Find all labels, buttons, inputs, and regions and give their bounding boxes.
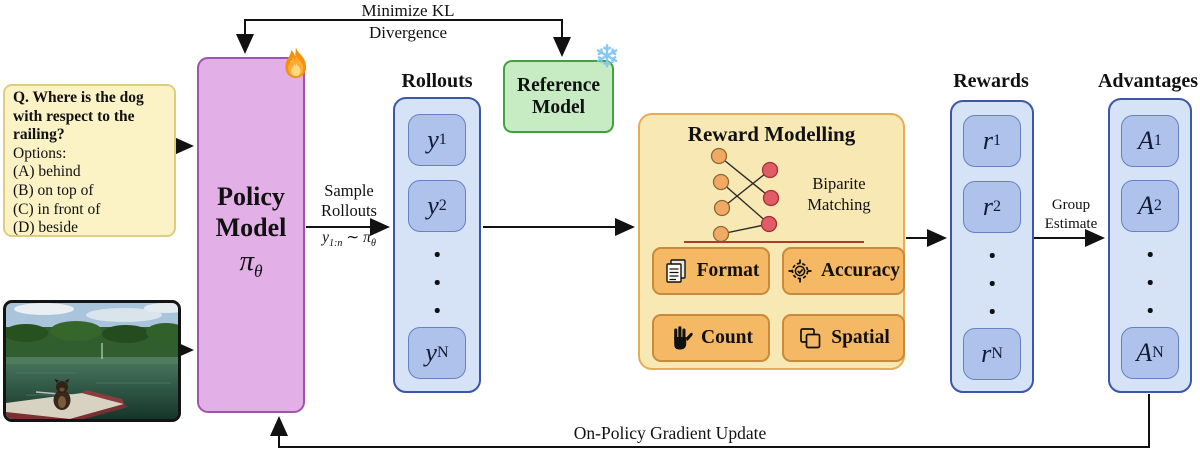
overlapping-squares-icon: [800, 328, 821, 349]
count-reward-badge: Count: [652, 314, 770, 362]
rewards-label: Rewards: [953, 70, 1029, 92]
ellipsis-dot: [434, 280, 440, 285]
format-label: Format: [696, 260, 760, 281]
accuracy-label: Accuracy: [820, 260, 901, 281]
ellipsis-dot: [989, 253, 995, 258]
option-d: (D) beside: [13, 219, 78, 237]
policy-model-title-line2: Model: [215, 213, 287, 243]
count-label: Count: [700, 327, 754, 348]
minimize-kl-label-line1: Minimize KL: [361, 1, 455, 20]
separator-line: [684, 241, 864, 243]
bipartite-matching-label: Biparite Matching: [807, 174, 871, 214]
spatial-reward-badge: Spatial: [782, 314, 905, 362]
option-b: (B) on top of: [13, 181, 94, 199]
ellipsis-dot: [1147, 280, 1153, 285]
question-text: Q. Where is the dog with respect to the …: [13, 89, 144, 144]
ellipsis-dot: [989, 281, 995, 286]
sample-rollouts-formula: y1:n ∼ πθ: [322, 229, 376, 250]
target-check-icon: [788, 259, 812, 283]
reward-modelling-box: Reward Modelling Biparite Matc: [638, 113, 905, 370]
spatial-label: Spatial: [831, 327, 890, 348]
reference-model-title-line1: Reference: [517, 74, 600, 96]
reference-model-title-line2: Model: [531, 96, 586, 118]
options-label: Options:: [13, 144, 67, 162]
bipartite-graph: [710, 147, 780, 243]
dog-silhouette: [53, 379, 71, 410]
reference-model-box: Reference Model: [503, 60, 614, 133]
ellipsis-dot: [1147, 308, 1153, 313]
document-icon: [665, 259, 686, 283]
ellipsis-dot: [989, 309, 995, 314]
ellipsis-dot: [434, 308, 440, 313]
flame-icon: [285, 47, 307, 79]
snowflake-icon: ❄: [594, 39, 620, 75]
policy-model-box: Policy Model πθ: [197, 57, 305, 413]
minimize-kl-label-line2: Divergence: [368, 23, 448, 42]
ellipsis-dot: [1147, 252, 1153, 257]
ellipsis-dot: [434, 252, 440, 257]
reward-modelling-title: Reward Modelling: [687, 122, 856, 146]
policy-model-title-line1: Policy: [217, 182, 285, 212]
option-a: (A) behind: [13, 163, 81, 181]
lake-scene-image: [6, 303, 178, 419]
rollouts-label: Rollouts: [401, 70, 473, 92]
format-reward-badge: Format: [652, 247, 770, 295]
accuracy-reward-badge: Accuracy: [782, 247, 905, 295]
hand-icon: [674, 326, 693, 350]
question-box: Q. Where is the dog with respect to the …: [3, 84, 176, 237]
policy-symbol: πθ: [239, 245, 263, 281]
on-policy-gradient-update-label: On-Policy Gradient Update: [573, 423, 767, 443]
advantages-label: Advantages: [1097, 70, 1198, 92]
dog-on-boat-photo: [3, 300, 181, 422]
option-c: (C) in front of: [13, 200, 101, 218]
